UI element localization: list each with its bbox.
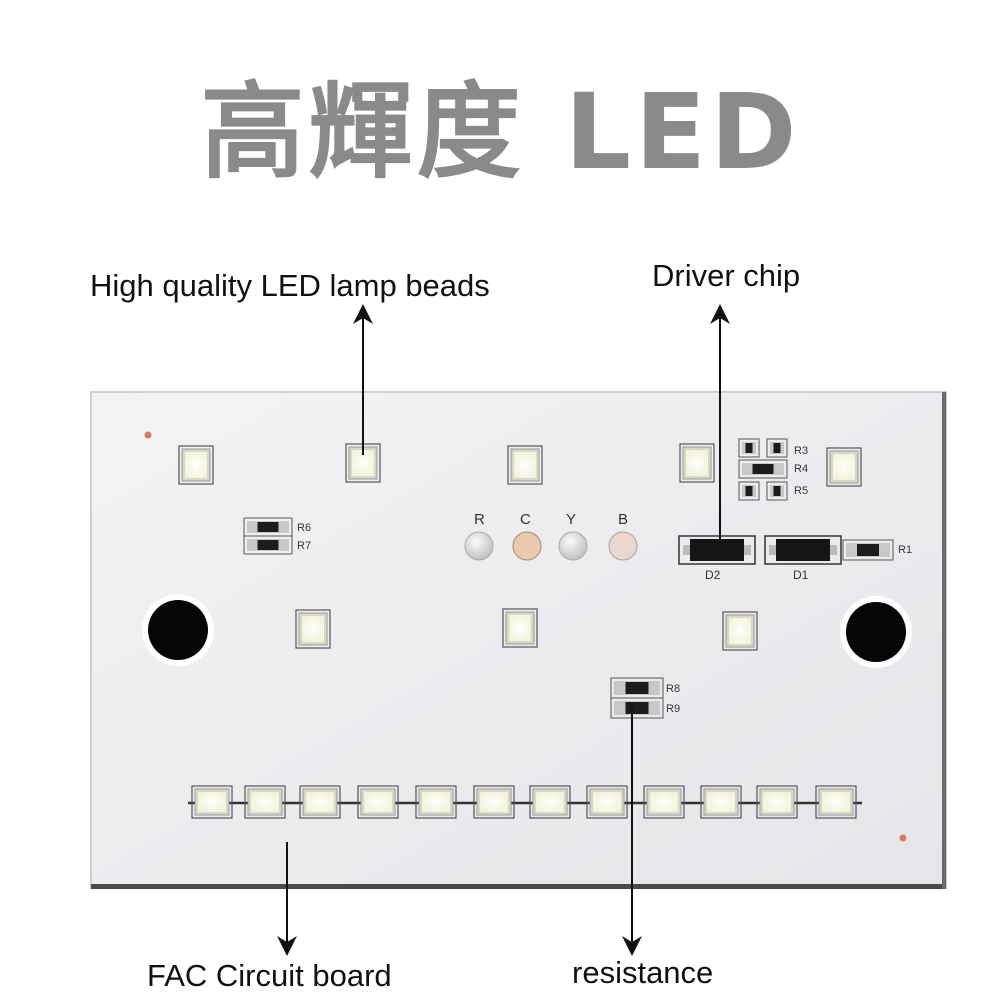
led-bead xyxy=(679,443,715,483)
r4-label: R4 xyxy=(794,463,808,475)
led-bead xyxy=(643,785,685,819)
led-bead xyxy=(178,445,214,485)
r3-label: R3 xyxy=(794,445,808,457)
indicator-label-c: C xyxy=(520,511,531,528)
led-bead xyxy=(507,445,543,485)
led-bead xyxy=(722,611,758,651)
led-bead xyxy=(244,785,286,819)
smd-resistor xyxy=(766,481,788,501)
led-bead xyxy=(357,785,399,819)
smd-resistor xyxy=(610,697,664,719)
smd-resistor xyxy=(738,438,760,458)
led-bead xyxy=(756,785,798,819)
driver-chip-label: Driver chip xyxy=(652,258,801,293)
smd-resistor xyxy=(610,677,664,699)
led-bead xyxy=(415,785,457,819)
led-bead xyxy=(299,785,341,819)
led-bead xyxy=(815,785,857,819)
circuit-board-label: FAC Circuit board xyxy=(147,958,392,993)
r6-label: R6 xyxy=(297,522,311,534)
led-bead xyxy=(700,785,742,819)
smd-resistor xyxy=(766,438,788,458)
r5-label: R5 xyxy=(794,485,808,497)
led-bead xyxy=(191,785,233,819)
indicator-label-r: R xyxy=(474,511,485,528)
smd-resistor xyxy=(243,535,293,555)
led-bead xyxy=(295,609,331,649)
r9-label: R9 xyxy=(666,703,680,715)
driver-chip-d1: D1 xyxy=(764,535,842,582)
led-bead xyxy=(586,785,628,819)
indicator-label-y: Y xyxy=(566,511,576,528)
r7-label: R7 xyxy=(297,540,311,552)
d1-label: D1 xyxy=(793,568,809,582)
smd-resistor xyxy=(842,539,894,561)
d2-label: D2 xyxy=(705,568,721,582)
led-bead xyxy=(473,785,515,819)
driver-chip-d2: D2 xyxy=(678,535,756,582)
lamp-beads-label: High quality LED lamp beads xyxy=(90,268,490,303)
resistance-label: resistance xyxy=(572,955,714,990)
indicator-leds: R C Y B xyxy=(464,511,638,561)
smd-resistor xyxy=(738,459,788,479)
led-bead xyxy=(529,785,571,819)
led-bead xyxy=(502,608,538,648)
smd-resistor xyxy=(738,481,760,501)
led-bead xyxy=(826,447,862,487)
indicator-label-b: B xyxy=(618,511,628,528)
r1-label: R1 xyxy=(898,544,912,556)
r8-label: R8 xyxy=(666,683,680,695)
page-title: 高輝度 LED xyxy=(200,71,801,193)
